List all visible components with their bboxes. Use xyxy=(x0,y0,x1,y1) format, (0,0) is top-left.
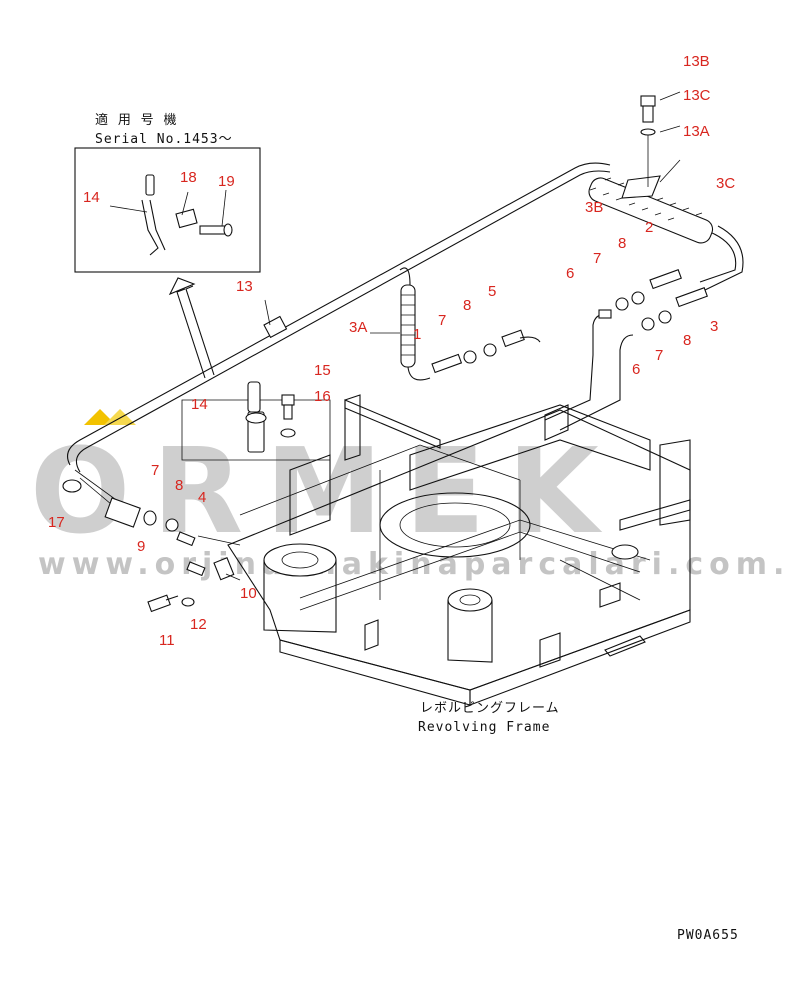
callout-9: 9 xyxy=(137,538,145,555)
callout-8-left: 8 xyxy=(175,477,183,494)
callout-13b: 13B xyxy=(683,53,710,70)
callout-3a: 3A xyxy=(349,319,367,336)
callout-13: 13 xyxy=(236,278,253,295)
callout-7-left: 7 xyxy=(151,462,159,479)
callout-4: 4 xyxy=(198,489,206,506)
fitting-row-left xyxy=(104,497,241,613)
callout-1: 1 xyxy=(413,326,421,343)
inset-title-serial: Serial No.1453～ xyxy=(95,132,233,147)
hose-assembly-3b-3c xyxy=(588,133,714,244)
inset-frame xyxy=(74,147,261,273)
clamp-13 xyxy=(263,299,288,339)
callout-13c: 13C xyxy=(683,87,711,104)
callout-11: 11 xyxy=(159,632,175,649)
callout-6-mid-right: 6 xyxy=(632,361,640,378)
callout-19: 19 xyxy=(218,173,235,190)
callout-13a: 13A xyxy=(683,123,710,140)
bolt-stack-13 xyxy=(640,91,681,183)
callout-2: 2 xyxy=(645,219,653,236)
bracket-detail-lower xyxy=(181,381,331,461)
callout-15: 15 xyxy=(314,362,331,379)
callout-5: 5 xyxy=(488,283,496,300)
callout-6-top-right: 6 xyxy=(566,265,574,282)
callout-16: 16 xyxy=(314,388,331,405)
callout-8-center: 8 xyxy=(463,297,471,314)
watermark: ORMEK www.orjinalmakinaparcalari.com.tr xyxy=(30,409,787,582)
watermark-brand: ORMEK xyxy=(30,422,621,560)
callout-14-inset: 14 xyxy=(83,189,100,206)
callout-3: 3 xyxy=(710,318,718,335)
callout-8-top-right: 8 xyxy=(618,235,626,252)
frame-label-jp: レボルビングフレーム xyxy=(420,701,560,716)
frame-label-en: Revolving Frame xyxy=(418,720,550,735)
callout-7-top-right: 7 xyxy=(593,250,601,267)
callout-12: 12 xyxy=(190,616,207,633)
grease-line-main xyxy=(62,162,744,521)
fitting-row-upper xyxy=(431,329,541,374)
watermark-url: www.orjinalmakinaparcalari.com.tr xyxy=(38,547,787,582)
serial-inset: 適 用 号 機 Serial No.1453～ xyxy=(74,112,261,379)
callout-17: 17 xyxy=(48,514,65,531)
callout-7-center: 7 xyxy=(438,312,446,329)
inset-title-jp: 適 用 号 機 xyxy=(95,112,177,128)
callout-14-lower: 14 xyxy=(191,396,208,413)
hose-3a xyxy=(370,267,431,381)
fitting-row-right xyxy=(544,269,708,431)
callout-3b: 3B xyxy=(585,199,603,216)
callout-3c: 3C xyxy=(716,175,735,192)
callout-8-mid-right: 8 xyxy=(683,332,691,349)
part-callouts: 13B 13C 13A 3C 3B 2 8 7 6 3 8 7 6 5 8 7 … xyxy=(48,53,735,649)
revolving-frame-drawing xyxy=(227,394,691,706)
drawing-code: PW0A655 xyxy=(677,928,739,943)
callout-10: 10 xyxy=(240,585,257,602)
callout-7-mid-right: 7 xyxy=(655,347,663,364)
callout-18: 18 xyxy=(180,169,197,186)
